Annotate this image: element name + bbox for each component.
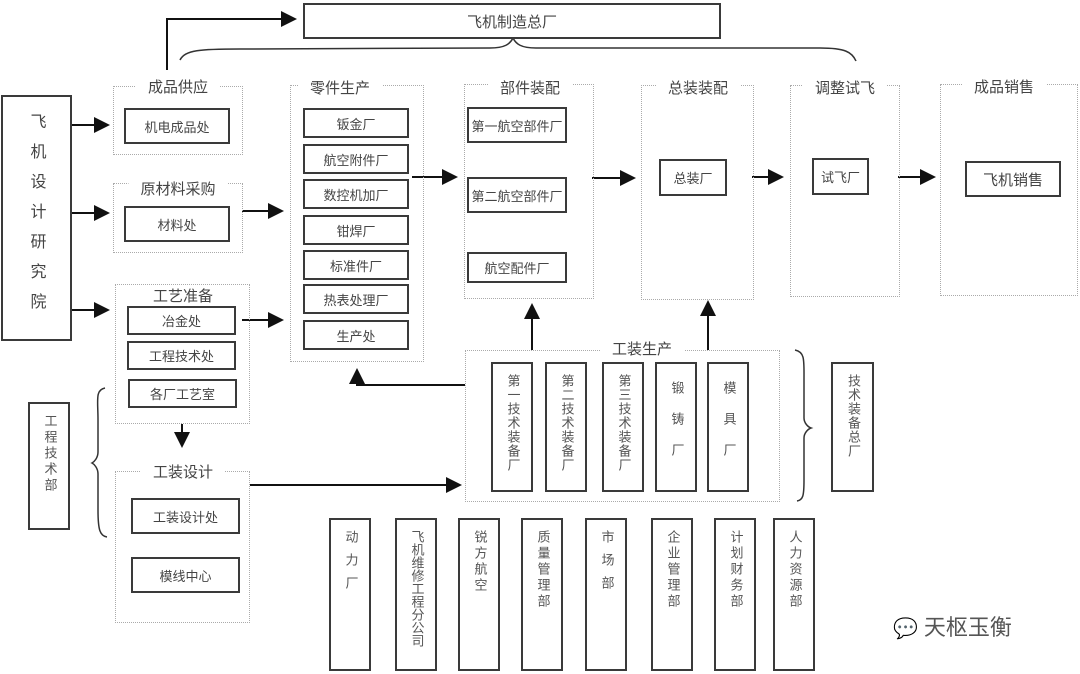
unit-label: 钣金厂 — [336, 117, 376, 133]
unit-label: 热表处理厂 — [323, 293, 389, 309]
aircraft-factory-box: 飞机制造总厂 — [303, 3, 721, 39]
bottom-unit-box: 市场部 — [585, 518, 627, 671]
unit-label: 机电成品处 — [144, 120, 210, 136]
engineering-dept-label: 工程技术部 — [41, 414, 57, 494]
unit-box: 工程技术处 — [127, 341, 236, 370]
group-title-final-assembly: 总装装配 — [655, 77, 741, 98]
group-title-raw-material: 原材料采购 — [128, 178, 228, 199]
unit-label: 工程技术处 — [148, 350, 214, 365]
unit-label: 动力厂 — [342, 530, 358, 599]
unit-box: 第二航空部件厂 — [467, 177, 567, 213]
tooling-unit-box: 第一技术装备厂 — [491, 362, 533, 492]
unit-box: 总装厂 — [659, 159, 727, 196]
bottom-unit-box: 质量管理部 — [521, 518, 563, 671]
aircraft-factory-label: 飞机制造总厂 — [466, 12, 557, 31]
group-title-tooling-production: 工装生产 — [599, 338, 685, 359]
unit-label: 各厂工艺室 — [149, 388, 215, 403]
tech-equipment-label: 技术装备总厂 — [845, 374, 860, 458]
group-title-tooling-design: 工装设计 — [140, 461, 226, 482]
unit-label: 企业管理部 — [664, 530, 680, 610]
unit-label: 钳焊厂 — [336, 224, 376, 240]
watermark: 💬天枢玉衡 — [893, 610, 1012, 642]
unit-label: 人力资源部 — [786, 530, 802, 610]
group-title-finished-supply: 成品供应 — [135, 76, 221, 97]
design-institute-box: 飞机设计研究院 — [1, 95, 72, 341]
unit-label: 计划财务部 — [727, 530, 743, 610]
unit-label: 市场部 — [598, 530, 614, 599]
unit-label: 第二技术装备厂 — [558, 374, 574, 472]
unit-box: 材料处 — [124, 206, 230, 242]
parts-unit-box: 航空附件厂 — [303, 144, 409, 174]
group-title-process-prep: 工艺准备 — [140, 285, 226, 306]
group-title-flight-test: 调整试飞 — [802, 77, 888, 98]
group-title-parts-production: 零件生产 — [297, 77, 383, 98]
unit-box: 飞机销售 — [965, 161, 1061, 197]
wechat-icon: 💬 — [893, 616, 918, 640]
unit-box: 第一航空部件厂 — [467, 107, 567, 143]
tech-equipment-box: 技术装备总厂 — [831, 362, 874, 492]
unit-label: 数控机加厂 — [323, 188, 389, 204]
unit-label: 锻铸厂 — [668, 380, 684, 474]
unit-label: 飞机维修工程分公司 — [408, 530, 424, 647]
design-institute-label: 飞机设计研究院 — [27, 113, 47, 323]
tooling-unit-box: 第二技术装备厂 — [545, 362, 587, 492]
tooling-unit-box: 锻铸厂 — [655, 362, 697, 492]
parts-unit-box: 钳焊厂 — [303, 215, 409, 245]
bottom-unit-box: 企业管理部 — [651, 518, 693, 671]
group-process-prep — [115, 284, 250, 424]
watermark-label: 天枢玉衡 — [923, 616, 1012, 641]
bottom-unit-box: 飞机维修工程分公司 — [395, 518, 437, 671]
unit-label: 总装厂 — [673, 172, 713, 187]
unit-label: 模具厂 — [720, 380, 736, 474]
unit-label: 生产处 — [336, 329, 376, 345]
arrow-supply-to-factory — [166, 11, 297, 70]
brace-tech-equipment — [794, 349, 814, 502]
brace-engineering — [90, 387, 108, 538]
unit-box: 试飞厂 — [812, 158, 869, 195]
unit-label: 航空配件厂 — [484, 262, 550, 277]
unit-label: 第一技术装备厂 — [504, 374, 520, 472]
unit-label: 模线中心 — [159, 569, 212, 585]
parts-unit-box: 热表处理厂 — [303, 284, 409, 314]
unit-label: 第一航空部件厂 — [471, 119, 563, 135]
unit-box: 冶金处 — [127, 306, 236, 335]
tooling-unit-box: 模具厂 — [707, 362, 749, 492]
unit-label: 试飞厂 — [820, 171, 860, 186]
group-title-sales: 成品销售 — [961, 76, 1047, 97]
unit-label: 飞机销售 — [982, 170, 1043, 189]
group-tooling-design — [115, 471, 250, 623]
bottom-unit-box: 计划财务部 — [714, 518, 756, 671]
arrow-tooling-to-parts — [349, 368, 465, 386]
parts-unit-box: 钣金厂 — [303, 108, 409, 138]
tooling-unit-box: 第三技术装备厂 — [602, 362, 644, 492]
parts-unit-box: 生产处 — [303, 320, 409, 350]
unit-label: 第三技术装备厂 — [615, 374, 631, 472]
unit-box: 模线中心 — [131, 557, 240, 593]
bottom-unit-box: 动力厂 — [329, 518, 371, 671]
unit-label: 标准件厂 — [329, 259, 382, 275]
unit-box: 工装设计处 — [131, 498, 240, 534]
parts-unit-box: 数控机加厂 — [303, 179, 409, 209]
unit-label: 锐方航空 — [471, 530, 487, 594]
group-title-component-assembly: 部件装配 — [487, 77, 573, 98]
engineering-dept-box: 工程技术部 — [28, 402, 70, 530]
bottom-unit-box: 人力资源部 — [773, 518, 815, 671]
unit-label: 工装设计处 — [152, 510, 218, 526]
unit-label: 材料处 — [157, 218, 197, 234]
parts-unit-box: 标准件厂 — [303, 250, 409, 280]
unit-box: 各厂工艺室 — [128, 379, 237, 408]
brace-factory — [179, 36, 857, 62]
unit-label: 航空附件厂 — [323, 153, 389, 169]
unit-label: 冶金处 — [161, 315, 201, 330]
unit-label: 第二航空部件厂 — [471, 189, 563, 205]
bottom-unit-box: 锐方航空 — [458, 518, 500, 671]
unit-box: 机电成品处 — [124, 108, 230, 144]
unit-label: 质量管理部 — [534, 530, 550, 610]
unit-box: 航空配件厂 — [467, 252, 567, 283]
